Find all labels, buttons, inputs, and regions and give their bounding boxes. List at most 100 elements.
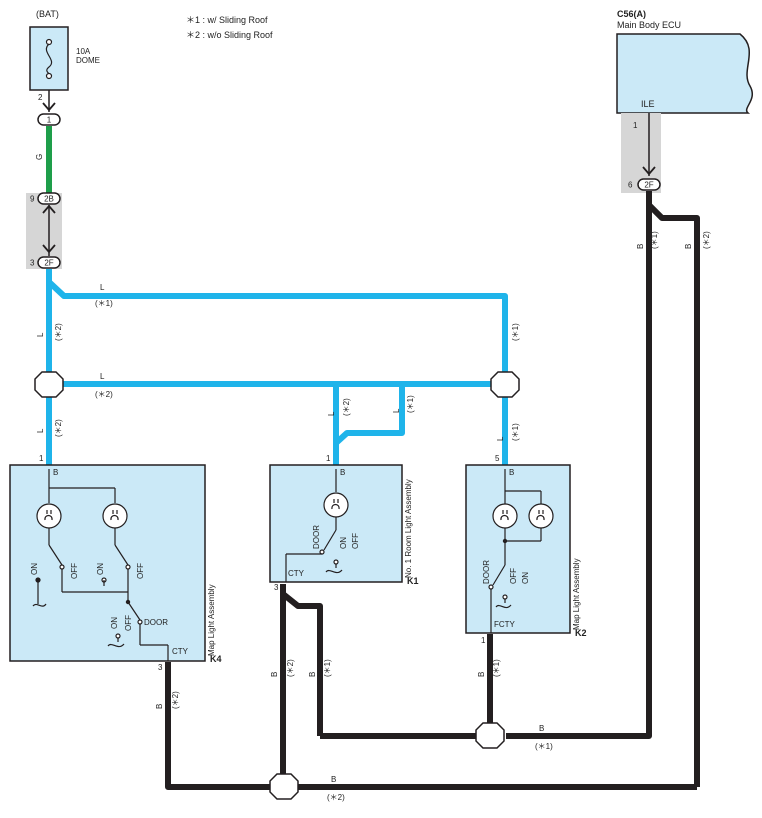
k4-sw3-off: OFF bbox=[124, 615, 133, 631]
wire-b-label: B bbox=[539, 724, 544, 733]
k4-sw2-off: OFF bbox=[136, 563, 145, 579]
k4-terminal-cty: CTY bbox=[172, 647, 189, 656]
wire-l-label: L bbox=[36, 332, 45, 337]
junction-dot bbox=[125, 599, 131, 605]
wire-b-label: B bbox=[270, 672, 279, 677]
splice-point bbox=[475, 722, 505, 749]
wire-g-label: G bbox=[35, 154, 44, 160]
connector-2f-pin: 3 bbox=[30, 259, 35, 268]
k4-sw2-on: ON bbox=[96, 563, 105, 575]
connector-1 bbox=[37, 113, 61, 126]
k1-terminal-b: B bbox=[340, 468, 345, 477]
arrow-down-icon bbox=[42, 102, 56, 112]
wire-note-label: (＊1) bbox=[511, 423, 520, 441]
wire-note-label: (＊2) bbox=[54, 323, 63, 341]
k4-code: K4 bbox=[210, 654, 222, 664]
k2-pin-bottom: 1 bbox=[481, 636, 486, 645]
splice-point bbox=[34, 371, 64, 398]
wire-note-label: (＊2) bbox=[327, 793, 345, 802]
arrow-up-icon bbox=[42, 204, 56, 214]
k1-sw-off: OFF bbox=[351, 533, 360, 549]
k4-sw3-door: DOOR bbox=[144, 618, 168, 627]
legend-note-1: ＊1 : w/ Sliding Roof bbox=[186, 15, 268, 25]
fuse-rating: 10A bbox=[76, 47, 91, 56]
k4-name: Map Light Assembly bbox=[207, 584, 216, 656]
k1-code: K1 bbox=[407, 576, 419, 586]
k2-name: Map Light Assembly bbox=[572, 558, 581, 630]
k4-pin-top: 1 bbox=[39, 454, 44, 463]
bat-label: (BAT) bbox=[36, 9, 59, 19]
fuse-box bbox=[29, 26, 69, 91]
wire-b-label: B bbox=[331, 775, 336, 784]
k4-sw3-on: ON bbox=[110, 617, 119, 629]
junction-dot bbox=[35, 577, 41, 583]
ecu-connector bbox=[637, 178, 661, 191]
wire-b-label: B bbox=[308, 672, 317, 677]
k1-pin-top: 1 bbox=[326, 454, 331, 463]
splice-point bbox=[490, 371, 520, 398]
k2-pin-top: 5 bbox=[495, 454, 500, 463]
wire-note-label: (＊1) bbox=[95, 299, 113, 308]
k1-name: No. 1 Room Light Assembly bbox=[404, 479, 413, 578]
wire-note-label: (＊2) bbox=[702, 231, 711, 249]
ecu-terminal: ILE bbox=[641, 99, 655, 109]
wire-l-label: L bbox=[100, 372, 105, 381]
k2-code: K2 bbox=[575, 628, 587, 638]
wire-note-label: (＊2) bbox=[286, 659, 295, 677]
k4-sw1-off: OFF bbox=[70, 563, 79, 579]
connector-2b-label: 2B bbox=[44, 195, 54, 204]
connector-2f bbox=[37, 256, 61, 269]
wire-b-label: B bbox=[684, 244, 693, 249]
ecu-code: C56(A) bbox=[617, 9, 646, 19]
ecu-box bbox=[616, 33, 753, 114]
wire-l-label: L bbox=[100, 283, 105, 292]
k1-circuit bbox=[285, 469, 349, 582]
ecu-connector-label: 2F bbox=[644, 181, 653, 190]
connector-2f-label: 2F bbox=[44, 259, 53, 268]
wire-b-label: B bbox=[155, 704, 164, 709]
wire-note-label: (＊1) bbox=[535, 742, 553, 751]
k4-circuit bbox=[32, 469, 169, 661]
wire-note-label: (＊2) bbox=[95, 390, 113, 399]
wire-note-label: (＊1) bbox=[511, 323, 520, 341]
fuse-icon bbox=[45, 38, 53, 80]
arrow-down-icon bbox=[42, 244, 56, 254]
k1-terminal-cty: CTY bbox=[288, 569, 305, 578]
fuse-pin: 2 bbox=[38, 93, 43, 102]
wire-l-label: L bbox=[392, 408, 401, 413]
fuse-name: DOME bbox=[76, 56, 100, 65]
k4-pin-bottom: 3 bbox=[158, 663, 163, 672]
connector-2b bbox=[37, 192, 61, 205]
k2-terminal-b: B bbox=[509, 468, 514, 477]
wire-l-label: L bbox=[36, 428, 45, 433]
wire-b-group bbox=[165, 191, 700, 790]
wire-b-label: B bbox=[477, 672, 486, 677]
k2-sw-off: OFF bbox=[509, 568, 518, 584]
wire-l-label: L bbox=[327, 411, 336, 416]
wire-l-group bbox=[46, 269, 508, 465]
k1-sw-on: ON bbox=[339, 537, 348, 549]
ecu-pin: 1 bbox=[633, 121, 638, 130]
k2-circuit bbox=[488, 469, 554, 633]
k1-pin-bottom: 3 bbox=[274, 583, 279, 592]
k2-sw-on: ON bbox=[521, 572, 530, 584]
wire-note-label: (＊1) bbox=[323, 659, 332, 677]
k4-map-light-assembly bbox=[9, 464, 206, 662]
wire-note-label: (＊2) bbox=[54, 419, 63, 437]
k2-map-light-assembly bbox=[465, 464, 571, 634]
k1-sw-door: DOOR bbox=[312, 525, 321, 549]
junction-dot bbox=[502, 538, 508, 544]
wire-note-label: (＊2) bbox=[171, 691, 180, 709]
wire-note-label: (＊1) bbox=[492, 659, 501, 677]
wire-l-label: L bbox=[496, 436, 505, 441]
ecu-connector-pin: 6 bbox=[628, 181, 633, 190]
wire-note-label: (＊1) bbox=[406, 395, 415, 413]
k4-sw1-on: ON bbox=[30, 563, 39, 575]
wire-note-label: (＊2) bbox=[342, 398, 351, 416]
k2-terminal-fcty: FCTY bbox=[494, 620, 516, 629]
splice-point bbox=[269, 773, 299, 800]
ecu-name: Main Body ECU bbox=[617, 20, 681, 30]
k4-terminal-b: B bbox=[53, 468, 58, 477]
